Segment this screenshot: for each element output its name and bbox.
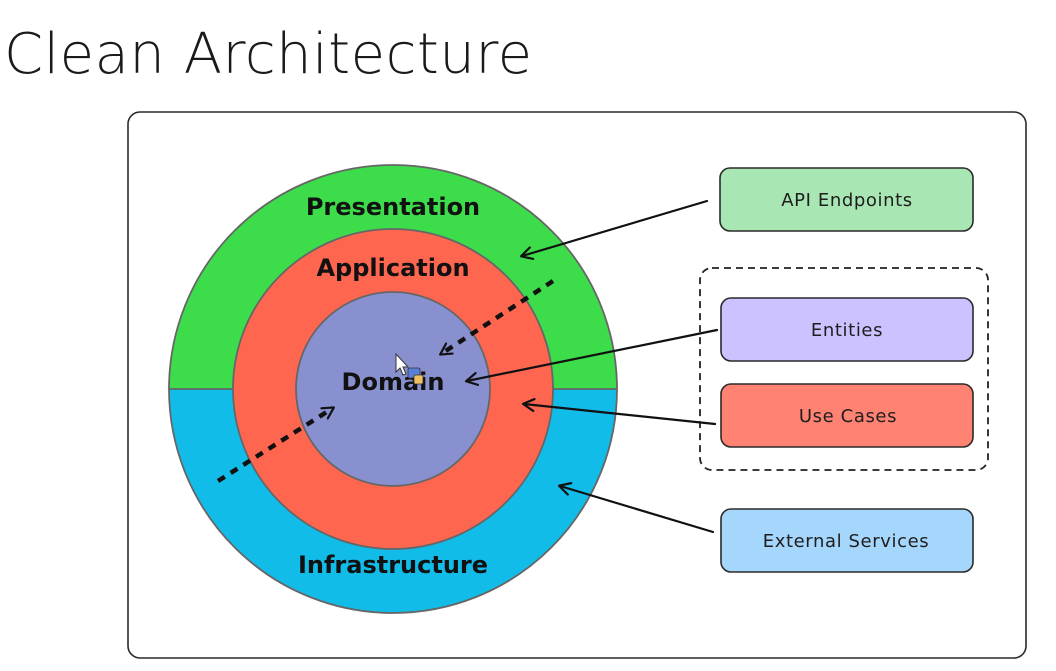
use-cases-label: Use Cases	[799, 406, 897, 427]
external-services-box: External Services	[720, 508, 974, 573]
infrastructure-label: Infrastructure	[298, 551, 488, 579]
cursor-icon	[395, 352, 424, 385]
domain-core	[295, 291, 491, 487]
domain-label: Domain	[342, 368, 445, 396]
arrow-api-endpoints-to-presentation	[522, 199, 709, 256]
dependency-arrow-presentation-to-domain	[441, 279, 555, 356]
api-endpoints-label: API Endpoints	[781, 190, 913, 211]
arrow-external-services-to-infrastructure	[560, 486, 715, 534]
domain-group-outline	[699, 267, 989, 471]
application-label: Application	[316, 254, 469, 282]
api-endpoints-box: API Endpoints	[719, 167, 974, 232]
entities-box: Entities	[720, 297, 974, 362]
external-services-label: External Services	[763, 531, 930, 552]
arrow-entities-to-domain	[467, 328, 719, 381]
slide-title: Clean Architecture	[4, 22, 533, 87]
arrow-use-cases-to-application	[524, 404, 717, 426]
entities-label: Entities	[811, 320, 883, 341]
dependency-arrow-infrastructure-to-domain	[216, 406, 333, 483]
presentation-label: Presentation	[306, 193, 480, 221]
use-cases-box: Use Cases	[720, 383, 974, 448]
